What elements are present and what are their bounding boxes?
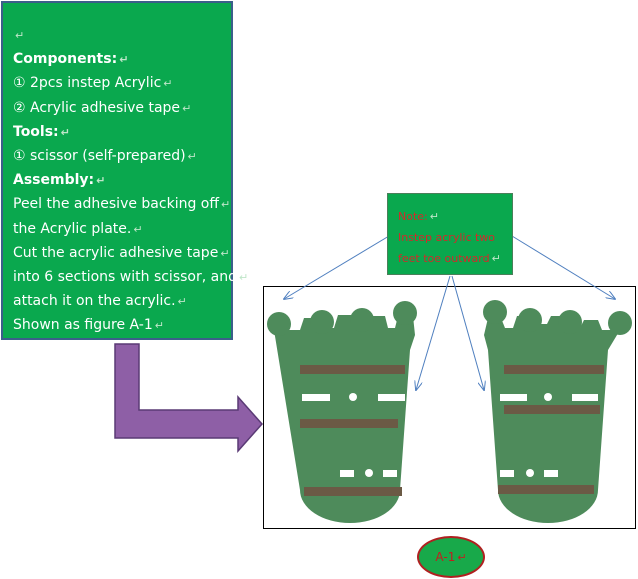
bent-arrow [114, 343, 264, 453]
plate-slot [378, 394, 405, 401]
tool-item: ① scissor (self-prepared)↵ [13, 147, 197, 164]
right-instep-plate [483, 300, 632, 523]
adhesive-tape-strip [504, 365, 604, 374]
leader-line [451, 275, 484, 390]
leader-line [284, 235, 390, 299]
plate-slot [500, 394, 527, 401]
plate-hole [365, 469, 373, 477]
tools-heading: Tools:↵ [13, 123, 70, 140]
plate-slot [302, 394, 330, 401]
adhesive-tape-strip [498, 485, 594, 494]
plate-slot [383, 470, 397, 477]
assembly-step-line: attach it on the acrylic.↵ [13, 293, 187, 310]
assembly-step-line: the Acrylic plate.↵ [13, 220, 143, 237]
adhesive-tape-strip [504, 405, 600, 414]
plate-hole [526, 469, 534, 477]
paragraph-mark: ↵ [15, 29, 25, 42]
component-item: ① 2pcs instep Acrylic↵ [13, 75, 173, 92]
adhesive-tape-strip [300, 419, 398, 428]
components-heading: Components:↵ [13, 51, 129, 68]
note-line: Instep acrylic two [398, 231, 496, 244]
leader-line [511, 235, 615, 299]
plate-slot [340, 470, 354, 477]
note-box: Note:↵ Instep acrylic two feet toe outwa… [387, 193, 513, 275]
assembly-step-line: Cut the acrylic adhesive tape↵ [13, 244, 230, 261]
plate-slot [572, 394, 598, 401]
plate-hole [349, 393, 357, 401]
plate-hole [544, 393, 552, 401]
plate-slot [500, 470, 514, 477]
assembly-step-line: into 6 sections with scissor, and↵ [13, 268, 249, 285]
instructions-panel: ↵ Components:↵ ① 2pcs instep Acrylic↵ ② … [1, 1, 249, 340]
assembly-heading: Assembly:↵ [13, 172, 106, 189]
plate-slot [544, 470, 558, 477]
leader-line [416, 275, 451, 390]
adhesive-tape-strip [304, 487, 402, 496]
left-instep-plate [267, 301, 417, 523]
component-item: ② Acrylic adhesive tape↵ [13, 99, 192, 116]
note-line: Note:↵ [398, 210, 439, 223]
figure-label: A-1↵ [417, 536, 485, 578]
note-line: feet toe outward↵ [398, 252, 501, 265]
adhesive-tape-strip [300, 365, 405, 374]
assembly-step-line: Shown as figure A-1↵ [13, 317, 164, 334]
assembly-step-line: Peel the adhesive backing off↵ [13, 196, 231, 213]
